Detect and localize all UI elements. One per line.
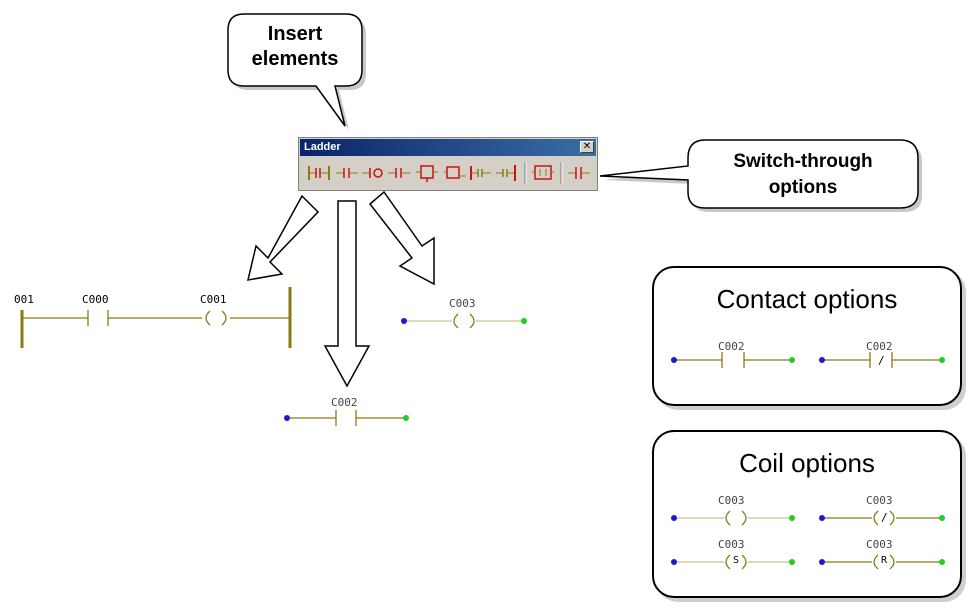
- ladder-rung: [20, 287, 292, 348]
- coil-options-panel: Coil options C003 C003 / C003 S C003 R: [652, 430, 962, 598]
- end-line-icon[interactable]: [495, 162, 519, 184]
- close-icon[interactable]: ✕: [580, 141, 594, 153]
- insert-callout-bubble: [227, 13, 366, 130]
- toolbar-buttons: [524, 162, 563, 184]
- contact-option-label: C002: [866, 340, 893, 353]
- arrow-right: [368, 190, 435, 286]
- contact-options-panel: Contact options C002 C002 /: [652, 266, 962, 406]
- rung-coil-label: C001: [200, 293, 227, 306]
- insert-callout-line1: Insert: [267, 23, 323, 45]
- coil-option-symbol: S: [733, 555, 740, 566]
- coil-option-symbol: R: [881, 555, 888, 566]
- output-dot: [521, 318, 527, 324]
- switch-callout-line2: options: [768, 177, 838, 198]
- branch-open-icon[interactable]: [415, 162, 439, 184]
- input-dot: [401, 318, 407, 324]
- coil-option-symbol: /: [881, 511, 888, 524]
- inserted-coil-label: C003: [449, 297, 476, 310]
- switch-through-icon[interactable]: [567, 162, 591, 184]
- coil-icon[interactable]: [361, 162, 385, 184]
- rung-coil-right-arc: [221, 310, 227, 326]
- inserted-contact-element: [284, 410, 409, 426]
- arrow-down: [323, 200, 371, 388]
- switch-callout: Switch-through options: [688, 149, 918, 201]
- contact-option-symbol: /: [878, 354, 885, 367]
- contact-options-title: Contact options: [716, 284, 898, 314]
- parallel-contact-icon[interactable]: [387, 162, 411, 184]
- insert-callout: Insert elements: [228, 22, 362, 72]
- rung-coil-left-arc: [205, 310, 211, 326]
- switch-callout-bubble: [599, 139, 922, 212]
- inserted-contact-label: C002: [331, 396, 358, 409]
- rung-contact-label: C000: [82, 293, 109, 306]
- ladder-toolbar[interactable]: Ladder ✕: [298, 137, 598, 191]
- toolbar-titlebar[interactable]: Ladder ✕: [300, 139, 596, 156]
- rung-number: 001: [14, 293, 34, 306]
- block-icon[interactable]: [531, 162, 555, 184]
- inserted-coil-element: [401, 313, 527, 329]
- coil-options-title: Coil options: [739, 448, 875, 478]
- coil-options-diagram: [671, 510, 945, 570]
- series-contact-icon[interactable]: [469, 162, 493, 184]
- coil-option-label: C003: [866, 494, 893, 507]
- insert-rung-icon[interactable]: [307, 162, 331, 184]
- coil-option-label: C003: [718, 538, 745, 551]
- coil-option-label: C003: [866, 538, 893, 551]
- contact-option-label: C002: [718, 340, 745, 353]
- branch-close-icon[interactable]: [443, 162, 467, 184]
- contact-options-diagram: [671, 352, 945, 368]
- toolbar-title: Ladder: [304, 141, 341, 153]
- coil-option-label: C003: [718, 494, 745, 507]
- contact-icon[interactable]: [335, 162, 359, 184]
- insert-callout-line2: elements: [251, 48, 339, 70]
- switch-callout-line1: Switch-through: [733, 151, 873, 172]
- arrow-left: [247, 194, 320, 281]
